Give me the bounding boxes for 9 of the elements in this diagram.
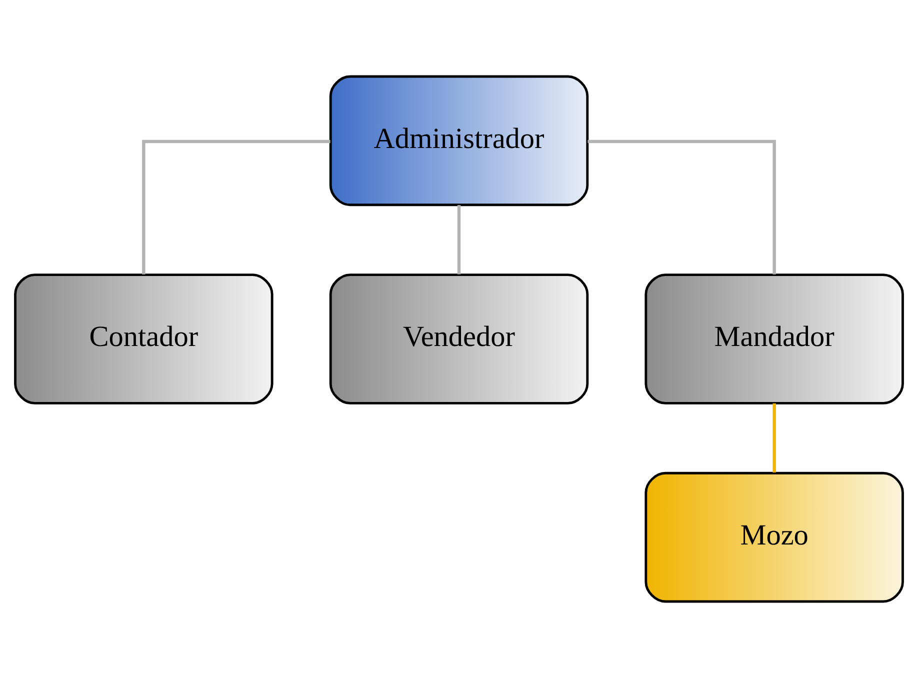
node-box: Vendedor <box>329 273 589 404</box>
node-box: Contador <box>14 273 274 404</box>
connector <box>457 204 461 274</box>
connector <box>588 139 776 274</box>
node-box: Mandador <box>644 273 904 404</box>
connector <box>142 139 330 274</box>
node-box: Mozo <box>644 471 904 602</box>
connector <box>772 402 776 472</box>
node-box: Administrador <box>329 74 589 206</box>
